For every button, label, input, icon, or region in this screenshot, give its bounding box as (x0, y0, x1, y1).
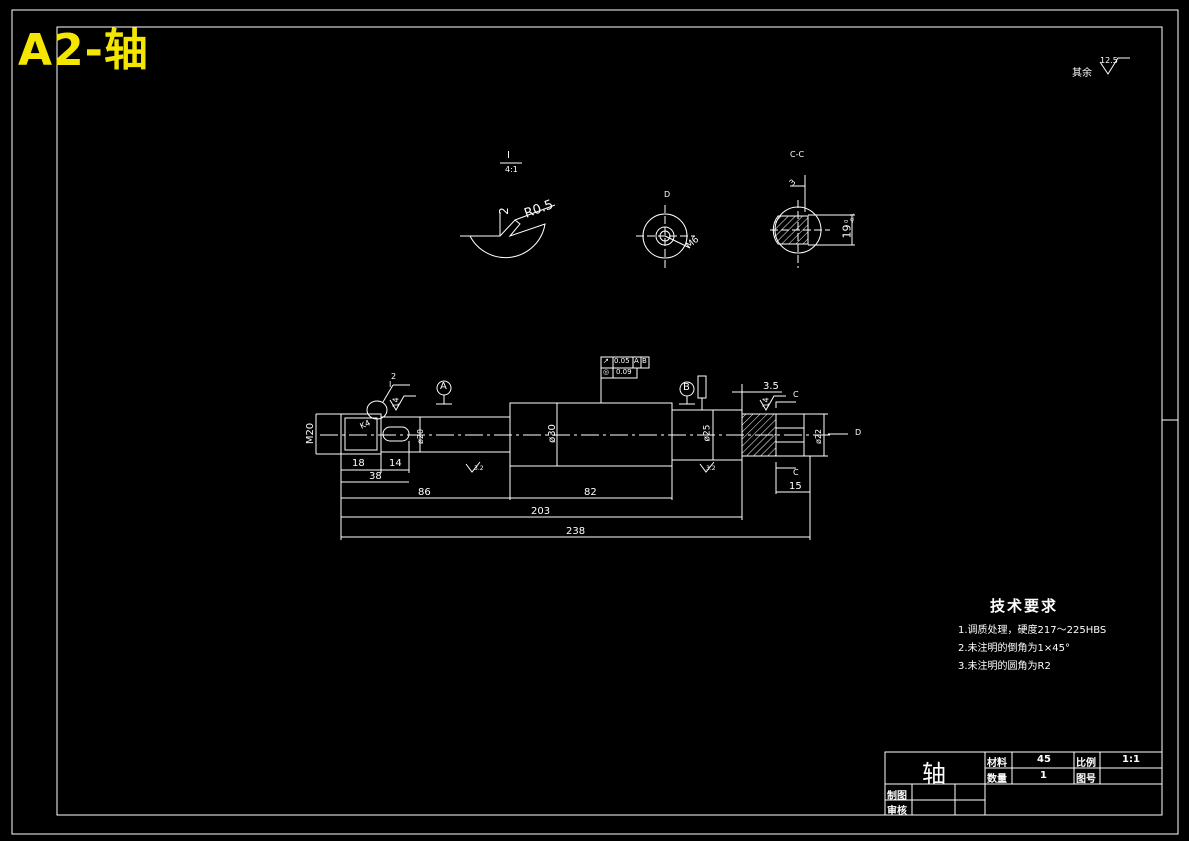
dim-3-5: 3.5 (763, 381, 779, 392)
dim-d20: ø20 (416, 428, 426, 445)
dim-82: 82 (584, 487, 597, 498)
roughness-symbol-icon (759, 395, 786, 411)
shaft-thread-inner (344, 417, 378, 451)
chamfer-depth: 2 (391, 372, 397, 381)
section-d-leader (664, 235, 691, 249)
section-c-top-label: C (793, 390, 799, 399)
tech-req-item-3: 3.未注明的圆角为R2 (958, 661, 1051, 672)
detail-i-profile (469, 219, 546, 259)
roughness-value-2: 3.2 (706, 465, 716, 472)
tb-qty-label: 数量 (987, 774, 1007, 785)
dim-86: 86 (418, 487, 431, 498)
inner-border (56, 26, 1163, 816)
keyway-width-right: 14 (761, 397, 771, 408)
shaft-keyway (382, 426, 410, 442)
tb-part-name: 轴 (922, 760, 946, 788)
roughness-value-1: 3.2 (474, 465, 484, 472)
section-cc-tol: 0 -0.1 (843, 213, 856, 223)
sheet-title: A2-轴 (18, 25, 149, 76)
dim-18: 18 (352, 458, 365, 469)
section-c-bottom-label: C (793, 468, 799, 477)
tech-req-heading: 技术要求 (990, 597, 1059, 615)
keyway-width: 14 (391, 397, 401, 408)
tb-check-label: 审核 (887, 806, 907, 817)
outer-border (11, 9, 1179, 835)
detail-i-label: I (507, 150, 510, 161)
dim-d25: ø25 (702, 424, 713, 442)
tech-req-item-2: 2.未注明的倒角为1×45° (958, 643, 1071, 654)
small-frame (697, 375, 707, 399)
dim-m20: M20 (305, 422, 317, 445)
dim-d22: ø22 (814, 428, 824, 445)
tech-req-item-1: 1.调质处理，硬度217～225HBS (958, 625, 1107, 636)
tb-qty-value: 1 (1040, 770, 1047, 781)
tb-material-value: 45 (1037, 754, 1051, 765)
tb-scale-value: 1:1 (1122, 754, 1140, 765)
roughness-note-label: 其余 (1072, 68, 1092, 79)
chamfer-label: I (389, 380, 392, 389)
section-cc-label: C-C (790, 150, 805, 159)
detail-i-radius-leader (514, 204, 556, 221)
dim-38: 38 (369, 471, 382, 482)
dim-238: 238 (566, 526, 586, 537)
detail-i-marker-circle (366, 400, 388, 420)
roughness-symbol-icon (699, 461, 715, 473)
dim-d30: ø30 (546, 424, 558, 443)
dim-14: 14 (389, 458, 402, 469)
tol-val-2: 0.09 (616, 368, 632, 376)
section-cc-hatched (772, 215, 809, 245)
roughness-note-value: 12.5 (1100, 56, 1118, 65)
tol-ref-b: B (642, 357, 647, 365)
roughness-symbol-icon (465, 461, 481, 473)
detail-i-scale: 4:1 (505, 165, 518, 174)
datum-b-label: B (683, 382, 690, 393)
detail-i-depth: 2 (496, 207, 511, 215)
dim-15: 15 (789, 481, 802, 492)
roughness-symbol-icon (389, 395, 416, 411)
tol-val-1: 0.05 (614, 357, 630, 365)
tb-scale-label: 比例 (1076, 758, 1096, 769)
dim-203: 203 (531, 506, 551, 517)
detail-i-marker-leader (382, 384, 394, 403)
section-cc-height: 19 (840, 224, 854, 239)
shaft-thread-section (340, 413, 382, 455)
datum-a-label: A (440, 381, 447, 392)
tb-drawn-label: 制图 (887, 791, 907, 802)
roughness-symbol-icon (1099, 57, 1130, 75)
tb-drawing-no-label: 图号 (1076, 774, 1096, 785)
section-d-label: D (664, 190, 671, 199)
tol-ref-a: A (634, 357, 639, 365)
section-c-marker-top (775, 401, 796, 408)
tol-sym-2: ◎ (603, 368, 610, 376)
tb-material-label: 材料 (987, 758, 1007, 769)
view-d-label: D (855, 428, 862, 437)
tol-sym-1: ↗ (603, 357, 609, 365)
